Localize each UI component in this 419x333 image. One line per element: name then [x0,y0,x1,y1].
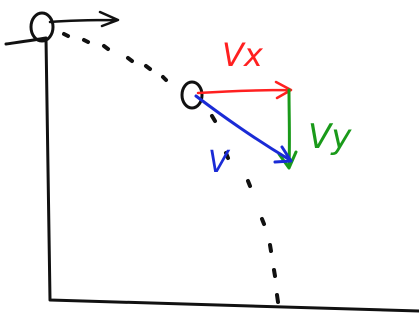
vx-arrow [196,80,293,100]
v-label: V [208,145,231,180]
ball-start [29,11,55,43]
initial-velocity-arrow [48,10,120,28]
v-arrow [194,94,293,164]
vy-label: Vy [308,117,352,157]
ball-mid [180,80,204,110]
trajectory-dots-lower [210,114,280,304]
vx-label: Vx [222,36,264,74]
trajectory-dots-upper [62,32,168,82]
cliff-outline [4,36,419,313]
